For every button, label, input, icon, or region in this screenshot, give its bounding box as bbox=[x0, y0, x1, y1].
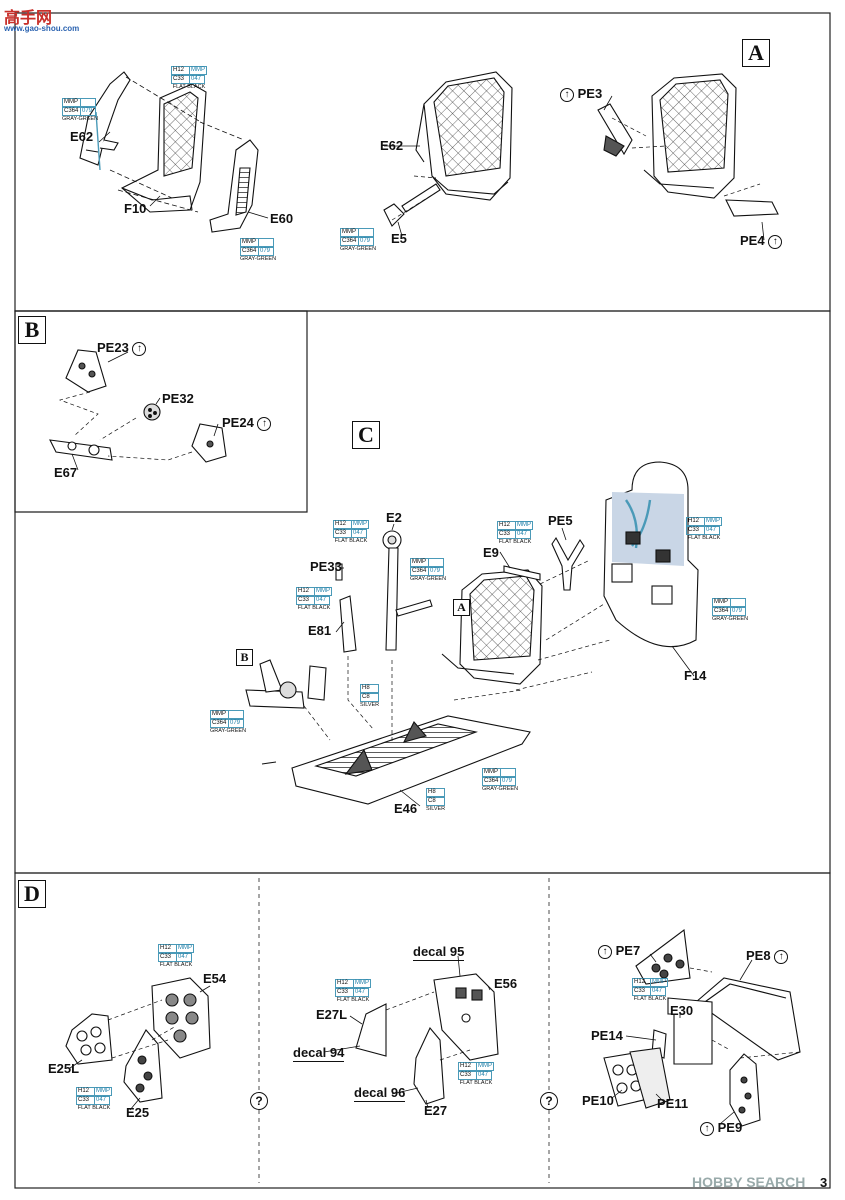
part-label-decal95: decal 95 bbox=[413, 944, 465, 961]
part-label-e62: E62 bbox=[70, 129, 94, 144]
part-label-e9: E9 bbox=[483, 545, 499, 560]
part-label-pe14: PE14 bbox=[591, 1028, 623, 1043]
question-mark-icon: ? bbox=[250, 1092, 268, 1110]
part-label-decal96: decal 96 bbox=[354, 1085, 406, 1102]
part-label-pe32: PE32 bbox=[162, 391, 194, 406]
photoetch-icon: ↑ bbox=[560, 87, 574, 102]
instrument-panel-d-left bbox=[65, 977, 211, 1103]
part-label-e46: E46 bbox=[394, 801, 418, 816]
part-label-pe8: PE8 ↑ bbox=[746, 949, 789, 964]
part-label-pe24: PE24 ↑ bbox=[222, 416, 272, 431]
part-label-pe5: PE5 bbox=[548, 513, 573, 528]
watermark-logo: 高手网 bbox=[4, 10, 53, 27]
part-label-e27l: E27L bbox=[316, 1007, 348, 1022]
leader-lines bbox=[69, 95, 765, 1125]
instrument-panel-d-right bbox=[603, 928, 801, 1127]
photoetch-icon: ↑ bbox=[774, 949, 789, 964]
part-label-e60: E60 bbox=[270, 211, 294, 226]
cockpit-floor-assembly-c bbox=[245, 461, 699, 805]
part-label-pe9: ↑ PE9 bbox=[700, 1121, 742, 1136]
part-label-e56: E56 bbox=[494, 976, 518, 991]
part-label-e27: E27 bbox=[424, 1103, 448, 1118]
photoetch-icon: ↑ bbox=[132, 341, 147, 356]
part-label-pe4: PE4 ↑ bbox=[740, 234, 783, 249]
instrument-panel-d-middle bbox=[355, 973, 499, 1105]
part-label-e81: E81 bbox=[308, 623, 332, 638]
part-label-pe33: PE33 bbox=[310, 559, 342, 574]
part-label-pe7: ↑ PE7 bbox=[598, 944, 640, 959]
part-label-e62-b: E62 bbox=[380, 138, 404, 153]
hobbysearch-watermark: HOBBY SEARCH bbox=[692, 1174, 806, 1190]
part-label-e67: E67 bbox=[54, 465, 78, 480]
question-mark-icon: ? bbox=[540, 1092, 558, 1110]
part-label-pe11: PE11 bbox=[657, 1096, 689, 1111]
paint-callout-silver: H8 C8 SILVER bbox=[360, 684, 380, 708]
photoetch-icon: ↑ bbox=[700, 1121, 714, 1136]
photoetch-icon: ↑ bbox=[598, 944, 612, 959]
rudder-pedal-assembly-b bbox=[49, 349, 227, 463]
section-letter-b: B bbox=[18, 316, 46, 344]
part-label-decal94: decal 94 bbox=[293, 1045, 345, 1062]
part-label-pe23: PE23 ↑ bbox=[97, 341, 147, 356]
part-label-e25: E25 bbox=[126, 1105, 150, 1120]
part-label-pe3: ↑ PE3 bbox=[560, 87, 602, 102]
paint-callout-silver: H8 C8 SILVER bbox=[426, 788, 446, 812]
section-letter-c: C bbox=[352, 421, 380, 449]
part-label-e54: E54 bbox=[203, 971, 227, 986]
part-label-f10: F10 bbox=[124, 201, 147, 216]
part-label-pe10: PE10 bbox=[582, 1093, 614, 1108]
panel-frames bbox=[14, 12, 831, 1189]
subassembly-ref-b: B bbox=[236, 649, 253, 666]
photoetch-icon: ↑ bbox=[768, 234, 783, 249]
seat-assembly-a-right bbox=[597, 73, 779, 217]
section-letter-a: A bbox=[742, 39, 770, 67]
part-label-f14: F14 bbox=[684, 668, 707, 683]
part-label-e5: E5 bbox=[391, 231, 407, 246]
part-label-e25l: E25L bbox=[48, 1061, 80, 1076]
section-letter-d: D bbox=[18, 880, 46, 908]
subassembly-ref-a: A bbox=[453, 599, 470, 616]
page-number: 3 bbox=[820, 1175, 828, 1190]
seat-assembly-a-left bbox=[79, 71, 259, 233]
seat-assembly-a-middle bbox=[383, 71, 513, 227]
part-label-e2: E2 bbox=[386, 510, 402, 525]
watermark-url: www.gao-shou.com bbox=[4, 24, 80, 33]
part-label-e30: E30 bbox=[670, 1003, 694, 1018]
photoetch-icon: ↑ bbox=[257, 416, 272, 431]
